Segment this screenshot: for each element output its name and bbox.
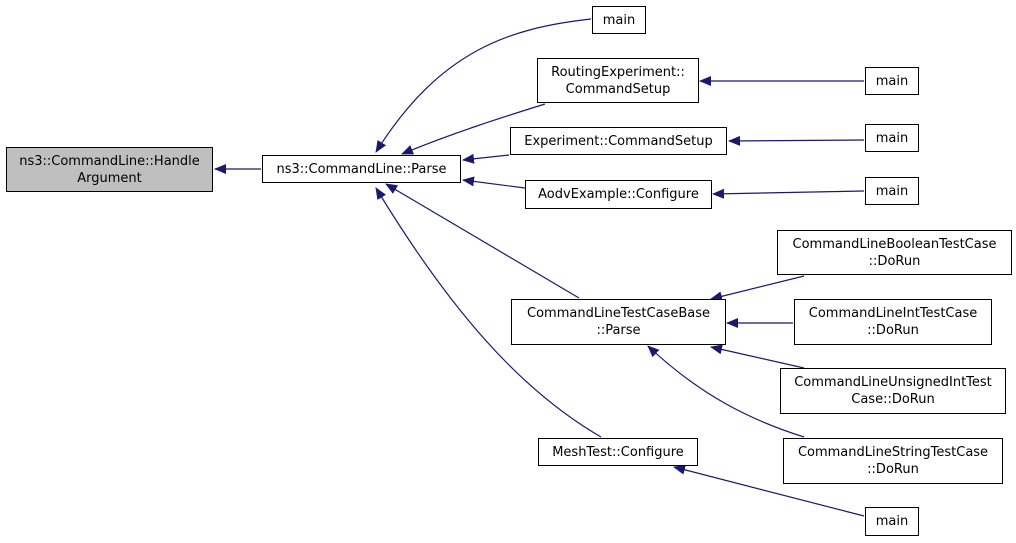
node-label: main	[875, 130, 909, 146]
edge-boolean-to-base	[710, 275, 805, 302]
node-label: CommandLineStringTestCase ::DoRun	[797, 445, 989, 477]
node-label: main	[875, 514, 909, 529]
node-string-testcase[interactable]: CommandLineStringTestCase ::DoRun	[783, 438, 1003, 484]
node-experiment-commandsetup[interactable]: Experiment::CommandSetup	[510, 127, 727, 155]
edge-main3-to-experiment	[728, 135, 865, 146]
node-main-5[interactable]: main	[865, 507, 919, 536]
node-label: ns3::CommandLine::Parse	[276, 161, 447, 177]
edge-aodv-to-parse	[462, 176, 526, 189]
node-main-1[interactable]: main	[592, 6, 646, 34]
node-label: CommandLineUnsignedIntTest Case::DoRun	[794, 375, 992, 407]
node-main-2[interactable]: main	[865, 67, 919, 95]
edge-unsigned-to-base	[710, 344, 805, 369]
node-commandline-parse[interactable]: ns3::CommandLine::Parse	[262, 155, 461, 183]
edge-mesh-to-parse	[375, 187, 602, 438]
node-label: main	[875, 73, 909, 89]
node-testcasebase-parse[interactable]: CommandLineTestCaseBase ::Parse	[511, 299, 726, 345]
node-label: AodvExample::Configure	[538, 187, 699, 202]
node-label: main	[875, 183, 909, 199]
node-label: RoutingExperiment:: CommandSetup	[551, 64, 685, 97]
node-label: CommandLineIntTestCase ::DoRun	[808, 306, 978, 338]
node-routing-experiment[interactable]: RoutingExperiment:: CommandSetup	[537, 58, 699, 103]
node-int-testcase[interactable]: CommandLineIntTestCase ::DoRun	[794, 299, 992, 345]
node-boolean-testcase[interactable]: CommandLineBooleanTestCase ::DoRun	[777, 230, 1012, 275]
node-label: CommandLineTestCaseBase ::Parse	[527, 306, 710, 338]
node-main-3[interactable]: main	[865, 124, 919, 152]
node-label: MeshTest::Configure	[552, 444, 684, 460]
node-main-4[interactable]: main	[865, 177, 919, 205]
edge-experiment-to-parse	[462, 153, 510, 164]
edge-base-to-parse	[385, 183, 580, 299]
edge-main1-to-parse	[375, 18, 592, 153]
node-label: main	[602, 12, 636, 28]
node-label: ns3::CommandLine::Handle Argument	[19, 153, 200, 186]
edge-main5-to-mesh	[673, 464, 865, 517]
node-unsignedint-testcase[interactable]: CommandLineUnsignedIntTest Case::DoRun	[780, 368, 1006, 414]
node-mesh-configure[interactable]: MeshTest::Configure	[538, 438, 698, 466]
node-handle-argument: ns3::CommandLine::Handle Argument	[6, 147, 213, 192]
node-label: Experiment::CommandSetup	[524, 133, 713, 149]
edge-string-to-base	[647, 345, 805, 438]
edge-main4-to-aodv	[712, 188, 865, 199]
node-label: CommandLineBooleanTestCase ::DoRun	[792, 236, 997, 269]
node-aodv-configure[interactable]: AodvExample::Configure	[525, 180, 712, 209]
edge-routing-to-parse	[401, 103, 546, 155]
